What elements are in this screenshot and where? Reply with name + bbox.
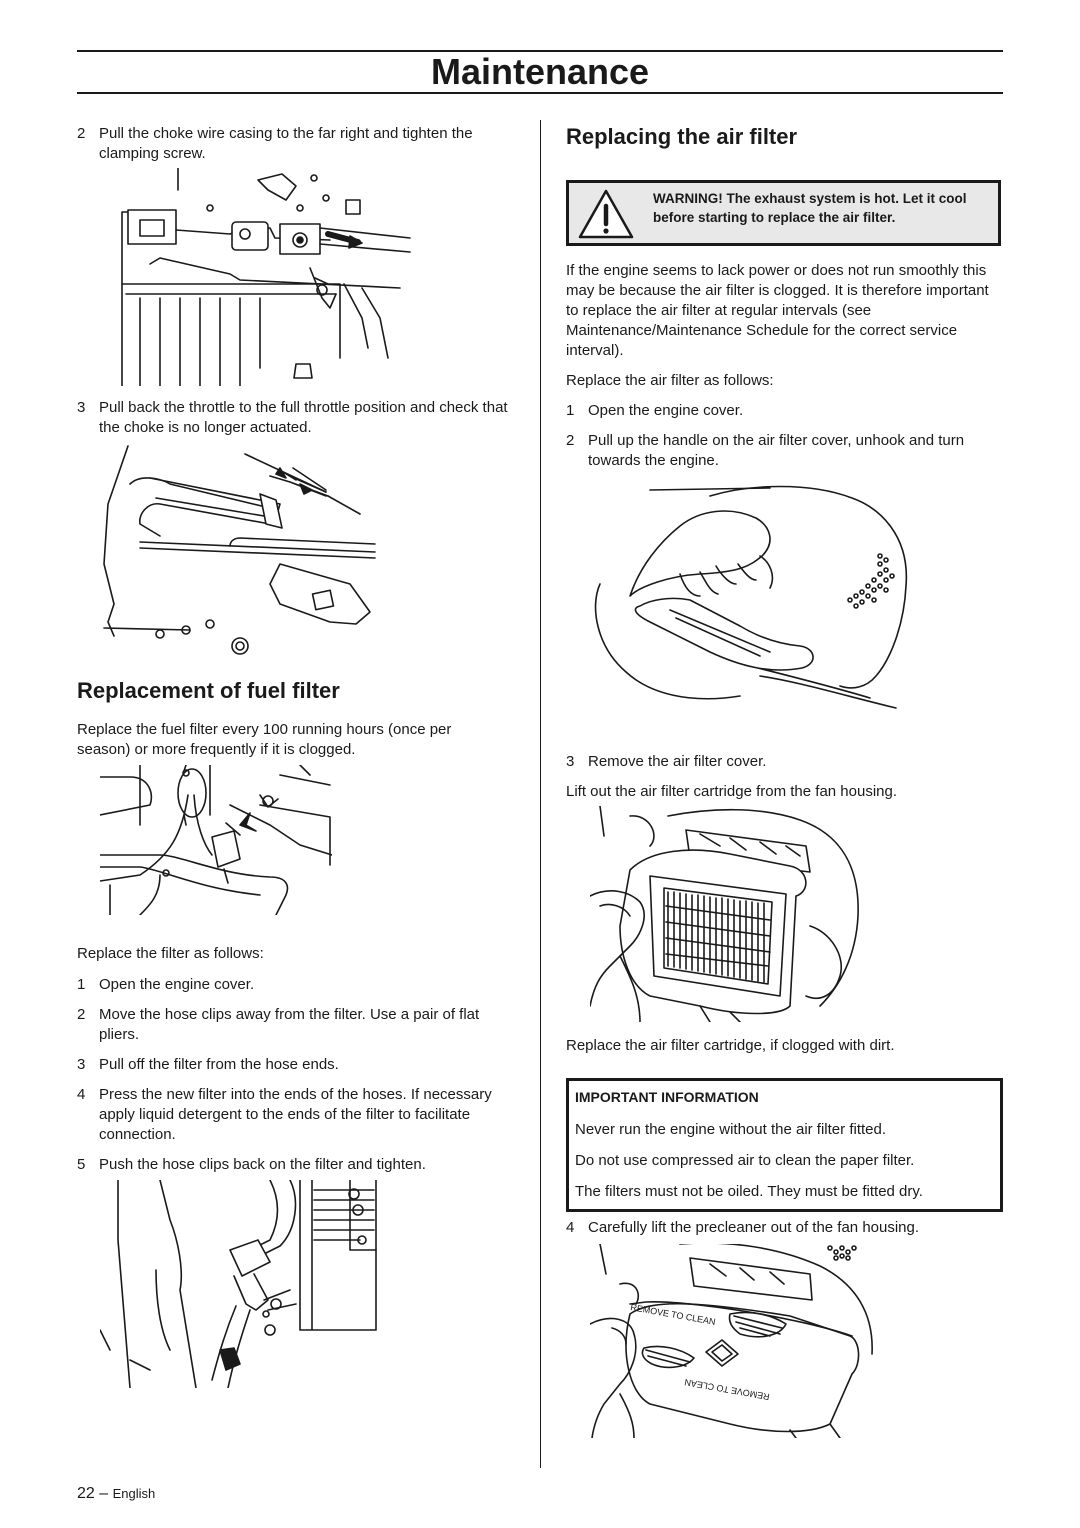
important-information-box: IMPORTANT INFORMATION Never run the engi… xyxy=(566,1078,1003,1212)
header-bottom-rule xyxy=(77,92,1003,94)
precleaner-illustration: REMOVE TO CLEAN REMOVE TO CLEAN xyxy=(590,1244,873,1438)
fuel-filter-illustration xyxy=(100,765,332,915)
air-step-2: 2 Pull up the handle on the air filter c… xyxy=(566,432,965,469)
page-title: Maintenance xyxy=(430,51,650,92)
important-line: Never run the engine without the air fil… xyxy=(575,1121,887,1138)
important-heading: IMPORTANT INFORMATION xyxy=(575,1089,759,1105)
fuel-step-4: 4 Press the new filter into the ends of … xyxy=(77,1086,492,1143)
air-filter-steps-intro: Replace the air filter as follows: xyxy=(566,372,774,389)
fuel-step-3: 3 Pull off the filter from the hose ends… xyxy=(77,1056,339,1073)
important-line: Do not use compressed air to clean the p… xyxy=(575,1152,915,1169)
air-filter-heading: Replacing the air filter xyxy=(566,124,798,149)
air-step-4: 4 Carefully lift the precleaner out of t… xyxy=(566,1219,920,1236)
air-step-3: 3 Remove the air filter cover. xyxy=(566,753,767,770)
choke-wire-illustration xyxy=(121,168,411,386)
column-divider xyxy=(540,120,541,1468)
filter-steps-intro: Replace the filter as follows: xyxy=(77,945,264,962)
page-number: 22 xyxy=(77,1485,95,1502)
header-top-rule xyxy=(77,50,1003,52)
throttle-illustration xyxy=(103,445,376,655)
air-filter-cartridge-illustration xyxy=(590,806,859,1022)
air-filter-intro: If the engine seems to lack power or doe… xyxy=(566,262,989,359)
fuel-step-5: 5 Push the hose clips back on the filter… xyxy=(77,1156,426,1173)
lift-cartridge-text: Lift out the air filter cartridge from t… xyxy=(566,783,898,800)
warning-triangle-icon xyxy=(578,189,634,239)
hose-clips-illustration xyxy=(100,1180,377,1388)
warning-box: WARNING! The exhaust system is hot. Let … xyxy=(566,180,1001,246)
page-footer: 22 – English xyxy=(77,1485,155,1503)
choke-step: 2 Pull the choke wire casing to the far … xyxy=(77,125,473,162)
footer-language: English xyxy=(112,1486,156,1501)
fuel-step-2: 2 Move the hose clips away from the filt… xyxy=(77,1006,480,1043)
fuel-filter-intro: Replace the fuel filter every 100 runnin… xyxy=(77,721,452,758)
warning-text: WARNING! The exhaust system is hot. Let … xyxy=(653,191,967,225)
filter-cover-handle-illustration xyxy=(594,485,908,709)
air-step-1: 1 Open the engine cover. xyxy=(566,402,744,419)
replace-cartridge-text: Replace the air filter cartridge, if clo… xyxy=(566,1037,895,1054)
fuel-step-1: 1 Open the engine cover. xyxy=(77,976,255,993)
important-line: The filters must not be oiled. They must… xyxy=(575,1183,923,1200)
footer-dash: – xyxy=(99,1485,109,1502)
fuel-filter-heading: Replacement of fuel filter xyxy=(77,678,340,703)
throttle-step: 3 Pull back the throttle to the full thr… xyxy=(77,399,508,436)
